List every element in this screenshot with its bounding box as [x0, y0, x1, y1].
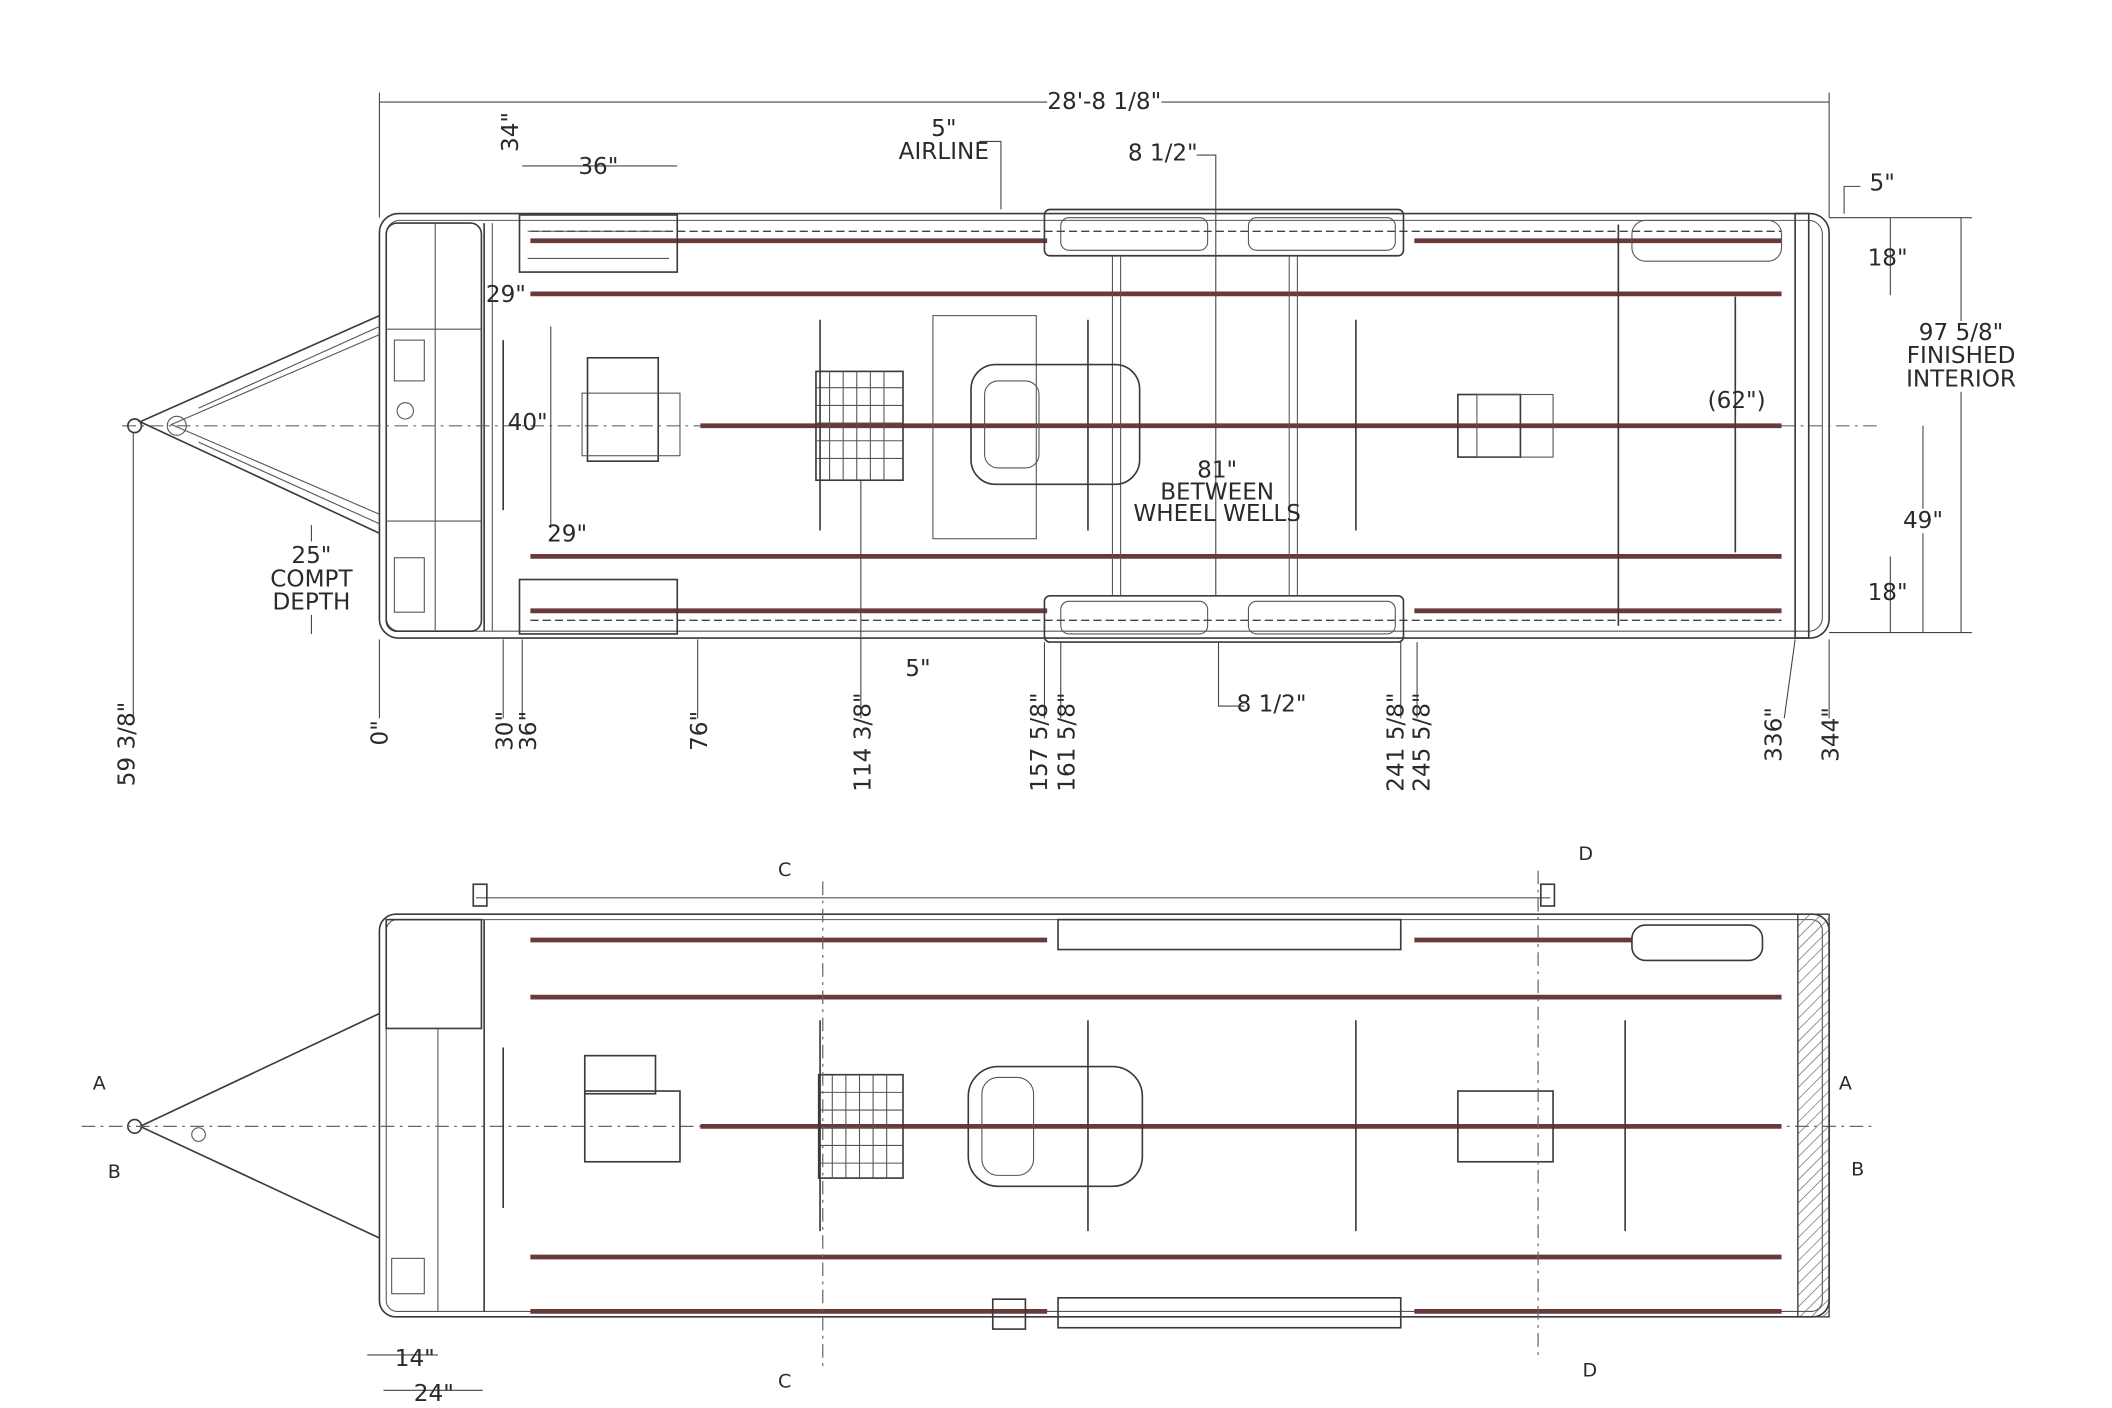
bottom-dim: 157 5/8" — [1027, 692, 1053, 791]
dim-62: (62") — [1708, 388, 1766, 414]
bottom-dim: 344" — [1819, 707, 1845, 762]
bottom-dim: 59 3/8" — [115, 702, 141, 787]
bottom-dim: 245 5/8" — [1409, 692, 1435, 791]
dim-49: 49" — [1903, 508, 1943, 534]
airline-label: AIRLINE — [899, 139, 989, 165]
dim-36-top: 36" — [578, 154, 618, 180]
section-d-top: D — [1578, 843, 1593, 865]
between-wells-value: 81" — [1197, 457, 1237, 483]
bottom-dim: 114 3/8" — [850, 692, 876, 791]
bottom-dim: 241 5/8" — [1383, 692, 1409, 791]
dim-8-half-top: 8 1/2" — [1128, 141, 1198, 167]
vehicle-outline — [970, 363, 1141, 486]
compt-depth-label1: COMPT — [270, 566, 353, 592]
section-b-left: B — [108, 1161, 121, 1183]
dim-40: 40" — [508, 410, 548, 436]
section-c-top: C — [778, 859, 791, 881]
dim-14: 14" — [395, 1346, 435, 1372]
dim-24: 24" — [414, 1381, 454, 1407]
overall-length-label: 28'-8 1/8" — [1047, 89, 1161, 115]
bottom-dim: 36" — [516, 711, 542, 751]
bottom-dim: 336" — [1762, 707, 1788, 762]
bottom-dim: 161 5/8" — [1054, 692, 1080, 791]
dim-18-bottom: 18" — [1868, 580, 1908, 606]
finished-interior-line2: INTERIOR — [1906, 366, 2016, 392]
finished-interior-line1: FINISHED — [1907, 343, 2016, 369]
airline-size: 5" — [931, 116, 956, 142]
between-wells-line2: WHEEL WELLS — [1133, 501, 1301, 527]
section-a-right: A — [1839, 1073, 1852, 1095]
dim-5-right: 5" — [1869, 170, 1894, 196]
bottom-dimension-labels: 59 3/8" 0" 30" 36" 76" 114 3/8" 157 5/8"… — [115, 692, 1845, 791]
bottom-dim: 0" — [368, 720, 394, 745]
wheel-well-bottom — [1043, 595, 1405, 643]
dim-29-bottom: 29" — [547, 521, 587, 547]
dim-18-top: 18" — [1868, 245, 1908, 271]
wheel-well-top — [1043, 208, 1405, 257]
section-b-right: B — [1851, 1158, 1864, 1180]
bottom-dim: 30" — [493, 711, 519, 751]
top-plan-view: 28'-8 1/8" — [122, 89, 2016, 719]
bottom-section-view: C C D D A B A B 14" 24" — [81, 843, 1877, 1407]
floor-rails — [530, 230, 1782, 622]
section-a-left: A — [93, 1073, 106, 1095]
section-c-bottom: C — [778, 1371, 791, 1393]
between-wells-line1: BETWEEN — [1160, 479, 1274, 505]
dim-29-left: 29" — [486, 282, 526, 308]
dim-8-half-bottom: 8 1/2" — [1237, 691, 1307, 717]
compt-depth-label2: DEPTH — [273, 589, 351, 615]
dim-34: 34" — [498, 112, 524, 152]
floor-grate — [815, 370, 904, 482]
dim-5-bottom: 5" — [905, 656, 930, 682]
finished-interior-value: 97 5/8" — [1919, 320, 2004, 346]
compt-depth-value: 25" — [291, 543, 331, 569]
section-d-bottom: D — [1582, 1360, 1597, 1382]
bottom-dim: 76" — [687, 711, 713, 751]
